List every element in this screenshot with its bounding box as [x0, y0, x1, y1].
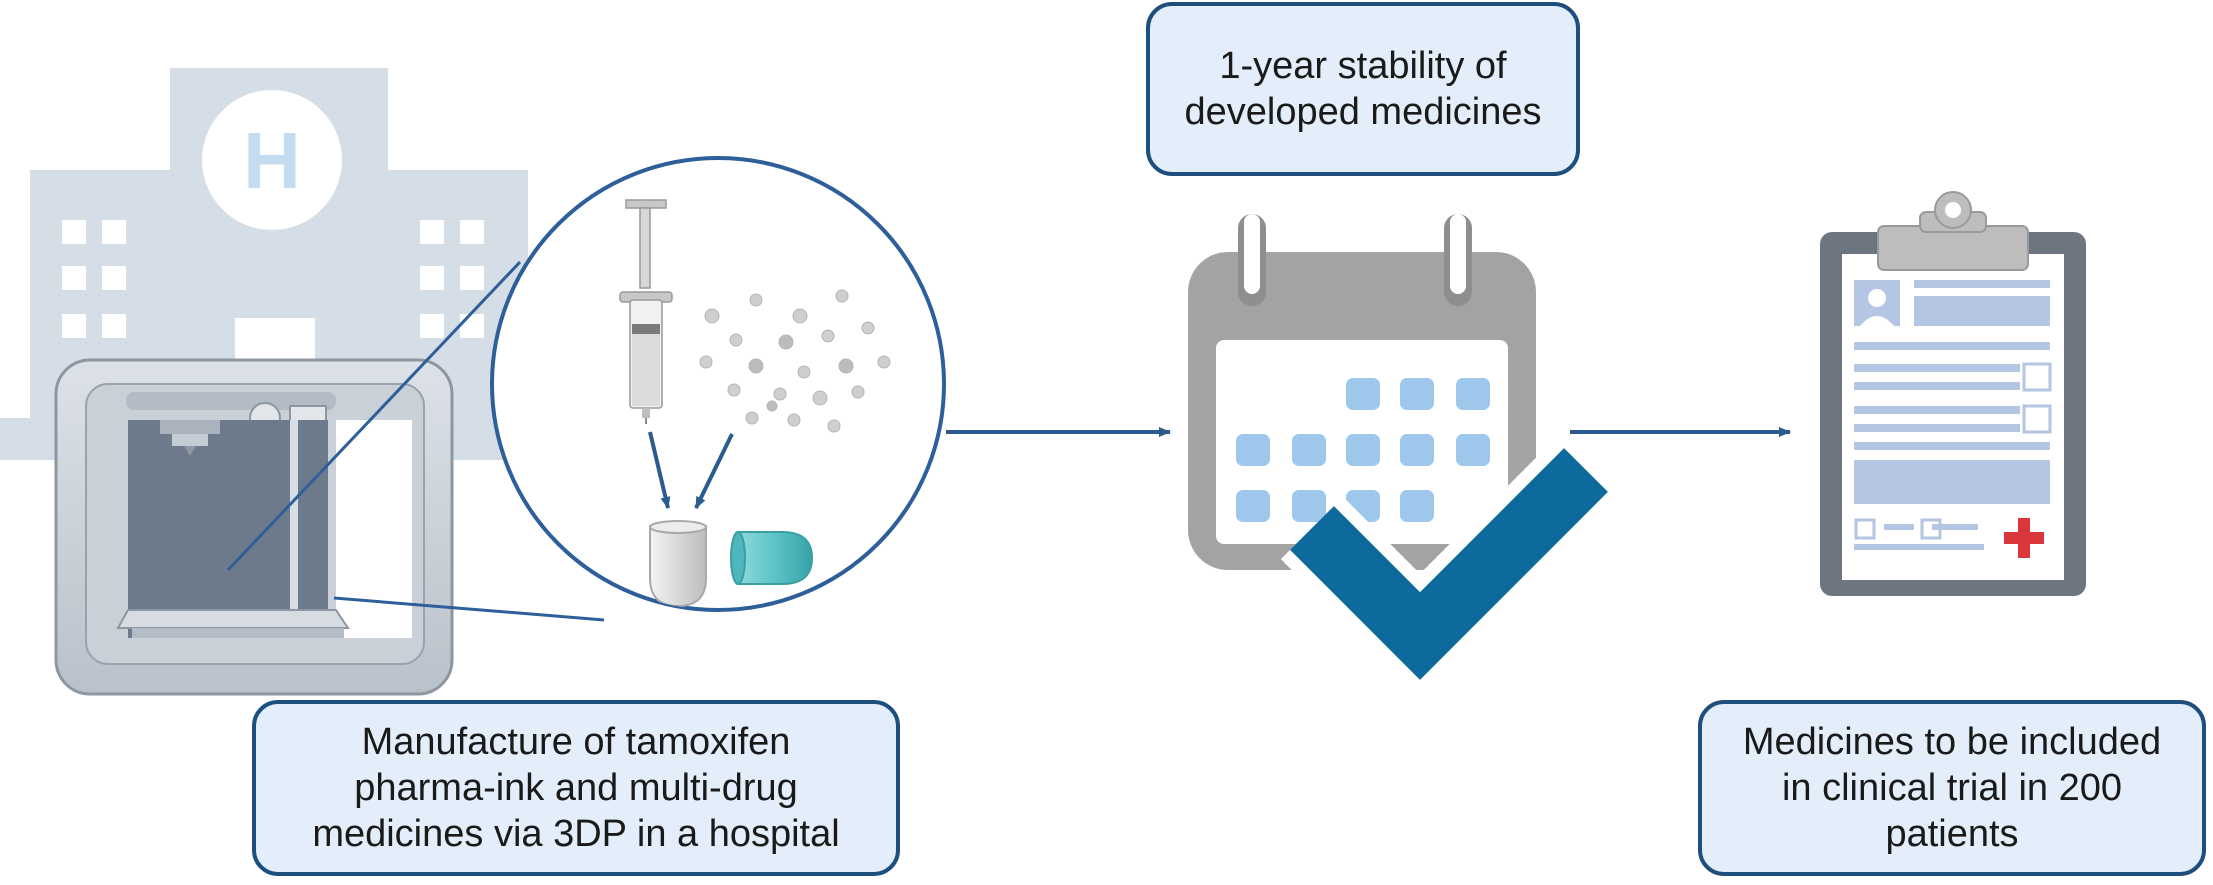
clinical-trial-caption-line-1: Medicines to be included: [1742, 721, 2162, 763]
manufacture-caption-line-3: medicines via 3DP in a hospital: [312, 813, 840, 855]
stability-caption-line-2: developed medicines: [1184, 91, 1542, 133]
manufacture-caption-line-1: Manufacture of tamoxifen: [361, 721, 791, 763]
stability-caption: 1-year stability of developed medicines: [1146, 2, 1580, 176]
clipboard-report-icon: [1820, 191, 2086, 596]
hospital-letter: H: [243, 116, 301, 205]
magnified-detail-circle: [490, 156, 946, 612]
syringe-icon: [619, 199, 673, 424]
calendar-icon: [1188, 214, 1536, 570]
clinical-trial-caption: Medicines to be included in clinical tri…: [1698, 700, 2206, 876]
stability-caption-line-1: 1-year stability of: [1219, 45, 1507, 87]
powder-particles-icon: [699, 289, 891, 433]
clinical-trial-caption-line-3: patients: [1885, 813, 2019, 855]
checkmark-stroke: [1290, 448, 1608, 680]
clinical-trial-caption-line-2: in clinical trial in 200: [1781, 767, 2123, 809]
manufacture-caption: Manufacture of tamoxifen pharma-ink and …: [252, 700, 900, 876]
manufacture-caption-line-2: pharma-ink and multi-drug: [354, 767, 798, 809]
magnifier-zoom-lines: [226, 260, 605, 622]
medical-cross-icon: [2004, 518, 2044, 558]
3d-printer-icon: [54, 358, 454, 696]
capsule-icon: [649, 520, 814, 608]
